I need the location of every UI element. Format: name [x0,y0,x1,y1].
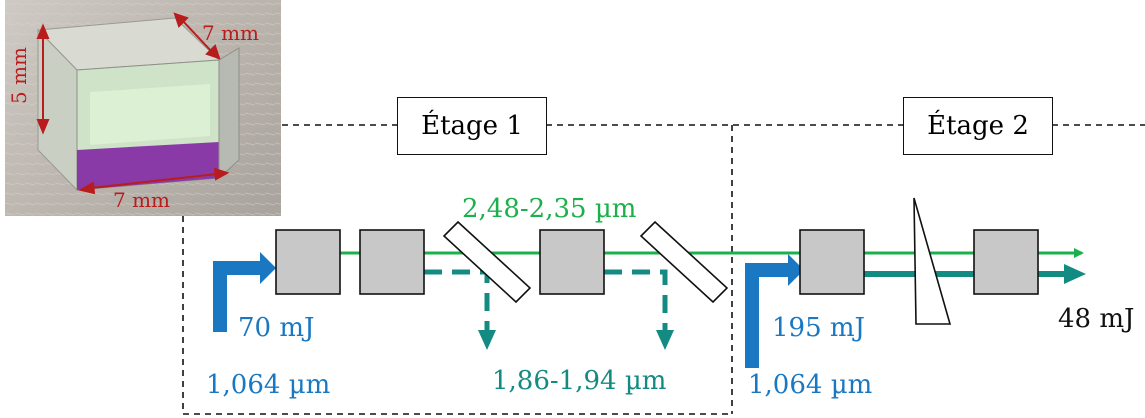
crystal-1c [539,229,605,295]
dichroic-mirror-1 [442,220,532,304]
pump2-energy-label: 195 mJ [772,313,865,343]
dimension-arrow-bottom [90,173,218,189]
dimension-arrow-top [181,19,213,53]
stage-2-label: Étage 2 [903,97,1053,155]
dim-label-bottom: 7 mm [113,188,171,212]
crystal-photo: 7 mm 5 mm 7 mm [5,0,281,216]
wedge-prism [913,197,952,325]
idler-arrow-1 [478,330,496,350]
pump2-wavelength-label: 1,064 µm [748,370,873,400]
pump1-wavelength-label: 1,064 µm [206,370,331,400]
output-energy-label: 48 mJ [1058,304,1135,334]
pump-beam-1 [213,252,276,332]
idler-output-arrow [1064,264,1086,284]
idler-beam-2 [604,269,668,330]
idler-arrow-2 [656,330,674,350]
dim-label-top: 7 mm [202,21,260,45]
crystal-1b [359,229,425,295]
pump1-energy-label: 70 mJ [238,313,315,343]
crystal-2b [973,229,1039,295]
crystal-2a [799,229,865,295]
dichroic-mirror-2 [639,220,729,304]
crystal-cube-illustration [5,0,281,216]
idler-beam-1 [424,269,490,330]
stage1-outline [182,216,732,415]
pump-beam-2 [745,254,804,368]
stage-1-label: Étage 1 [397,97,547,155]
idler-wavelength-label: 1,86-1,94 µm [492,366,667,396]
crystal-1a [275,229,341,295]
signal-wavelength-label: 2,48-2,35 µm [462,194,637,224]
